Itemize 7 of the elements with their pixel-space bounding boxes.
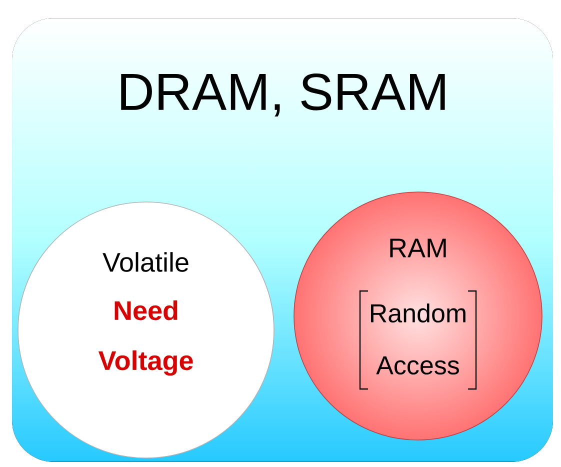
circle xyxy=(294,192,542,440)
heading: DRAM, SRAM xyxy=(121,74,445,116)
circle xyxy=(18,202,274,458)
label: Need Voltage xyxy=(98,300,193,376)
label: RAM xyxy=(390,238,446,258)
label: Random Access xyxy=(371,303,466,375)
label: Volatile xyxy=(102,252,188,272)
